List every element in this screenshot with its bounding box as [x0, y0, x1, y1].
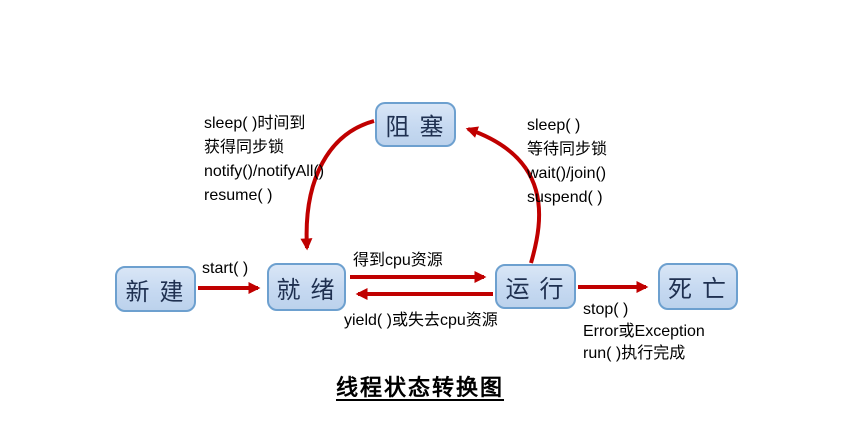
label-block-running-to-dead: stop( ) Error或Exception run( )执行完成 — [583, 299, 705, 365]
label-acquire-lock: 获得同步锁 — [204, 139, 285, 156]
state-node-blocked: 阻 塞 — [375, 102, 456, 147]
state-node-dead: 死 亡 — [658, 263, 738, 310]
diagram-title: 线程状态转换图 — [335, 375, 505, 400]
state-node-new: 新 建 — [115, 266, 196, 312]
label-suspend: suspend( ) — [527, 189, 603, 206]
label-start: start( ) — [202, 260, 249, 277]
label-lose-cpu: yield( )或失去cpu资源 — [344, 312, 498, 329]
label-stop: stop( ) — [583, 301, 629, 318]
label-get-cpu: 得到cpu资源 — [353, 252, 443, 269]
label-wait-join: wait()/join() — [527, 165, 607, 182]
label-block-running-to-blocked: sleep( ) 等待同步锁 wait()/join() suspend( ) — [527, 114, 607, 210]
label-error-exception: Error或Exception — [583, 323, 705, 340]
label-sleep-time-up: sleep( )时间到 — [204, 115, 306, 132]
state-node-running: 运 行 — [495, 264, 576, 309]
arrow-blocked-to-ready — [300, 119, 375, 251]
label-sleep: sleep( ) — [527, 117, 581, 134]
label-block-blocked-to-ready: sleep( )时间到 获得同步锁 notify()/notifyAll() r… — [204, 112, 324, 208]
arrow-running-to-blocked — [465, 126, 542, 264]
label-wait-lock: 等待同步锁 — [527, 141, 608, 158]
state-node-ready: 就 绪 — [267, 263, 346, 311]
label-resume: resume( ) — [204, 187, 273, 204]
label-notify: notify()/notifyAll() — [204, 163, 325, 180]
label-run-complete: run( )执行完成 — [583, 345, 686, 362]
